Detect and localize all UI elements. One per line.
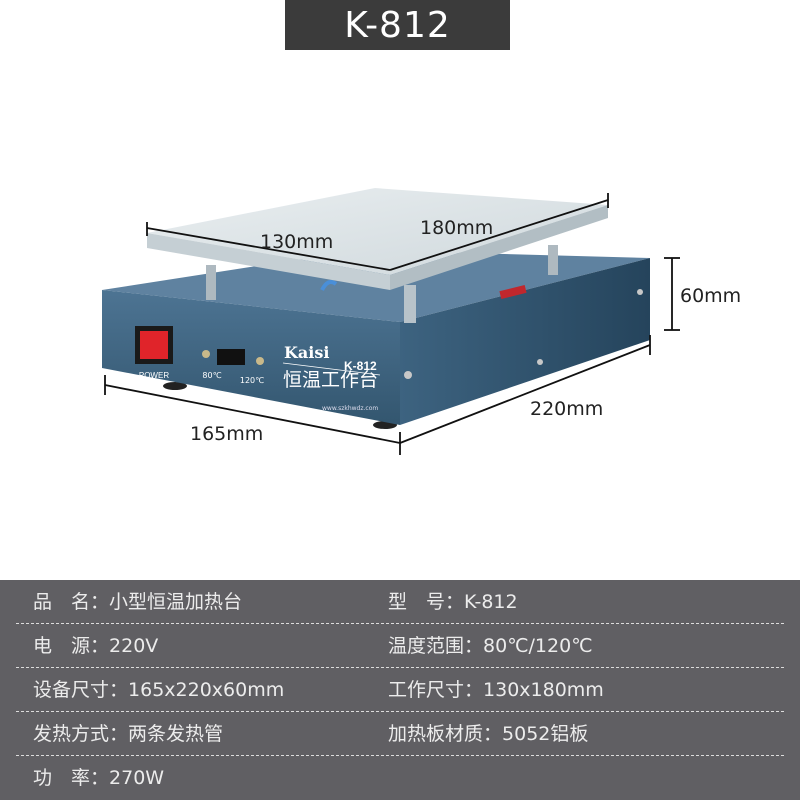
- heating-plate-front: [147, 233, 390, 290]
- spec-label: 功 率：: [33, 767, 110, 789]
- spec-row: 电 源：220V 温度范围：80℃/120℃: [0, 624, 800, 668]
- dimension-height: 60mm: [680, 285, 742, 307]
- spec-label: 发热方式：: [33, 723, 129, 745]
- switch-high-label: 120℃: [240, 376, 264, 385]
- spec-label: 型 号：: [388, 591, 465, 613]
- product-illustration: POWER 80℃ 120℃ Kaisi K-812 恒温工作台 www.szk…: [102, 188, 680, 455]
- spec-value: 80℃/120℃: [483, 635, 593, 657]
- spec-row: 品 名：小型恒温加热台 型 号：K-812: [0, 580, 800, 624]
- spec-value: 130x180mm: [483, 679, 604, 701]
- dimension-depth: 165mm: [190, 423, 264, 445]
- spec-value: 两条发热管: [128, 723, 224, 745]
- spec-value: 270W: [109, 767, 165, 789]
- temperature-switch: [217, 349, 245, 365]
- switch-low-label: 80℃: [202, 371, 221, 380]
- divider: [16, 755, 784, 756]
- heating-plate-top: [147, 188, 608, 275]
- dimension-plate-length: 180mm: [420, 217, 494, 239]
- dimension-length: 220mm: [530, 398, 604, 420]
- divider: [16, 623, 784, 624]
- dimension-plate-width: 130mm: [260, 231, 334, 253]
- heating-plate-side: [390, 205, 608, 290]
- post: [206, 265, 216, 300]
- spec-label: 品 名：: [33, 591, 110, 613]
- spec-value: 220V: [109, 635, 159, 657]
- spec-label: 电 源：: [33, 635, 110, 657]
- panel-name: 恒温工作台: [283, 369, 378, 391]
- spec-row: 功 率：270W: [0, 756, 800, 800]
- spec-value: 小型恒温加热台: [109, 591, 243, 613]
- website: www.szkhwdz.com: [322, 405, 378, 412]
- panel-model: K-812: [344, 359, 377, 373]
- spec-label: 设备尺寸：: [33, 679, 129, 701]
- side-face: [400, 258, 650, 425]
- power-switch-rocker: [140, 331, 168, 359]
- dimension-lines: [104, 193, 680, 455]
- product-title: K-812: [285, 0, 510, 50]
- power-label: POWER: [139, 371, 169, 380]
- spec-table: 品 名：小型恒温加热台 型 号：K-812 电 源：220V 温度范围：80℃/…: [0, 580, 800, 800]
- spec-label: 加热板材质：: [388, 723, 503, 745]
- spec-label: 温度范围：: [388, 635, 484, 657]
- spec-row: 设备尺寸：165x220x60mm 工作尺寸：130x180mm: [0, 668, 800, 712]
- spec-value: K-812: [464, 591, 518, 613]
- divider: [16, 667, 784, 668]
- foot: [163, 382, 187, 390]
- spec-row: 发热方式：两条发热管 加热板材质：5052铝板: [0, 712, 800, 756]
- spec-value: 165x220x60mm: [128, 679, 285, 701]
- spec-value: 5052铝板: [502, 723, 589, 745]
- post: [548, 245, 558, 275]
- rear-indicator: [499, 284, 527, 300]
- post: [404, 285, 416, 323]
- brand-logo: Kaisi: [284, 343, 329, 362]
- front-face: [102, 290, 400, 425]
- divider: [16, 711, 784, 712]
- spec-label: 工作尺寸：: [388, 679, 484, 701]
